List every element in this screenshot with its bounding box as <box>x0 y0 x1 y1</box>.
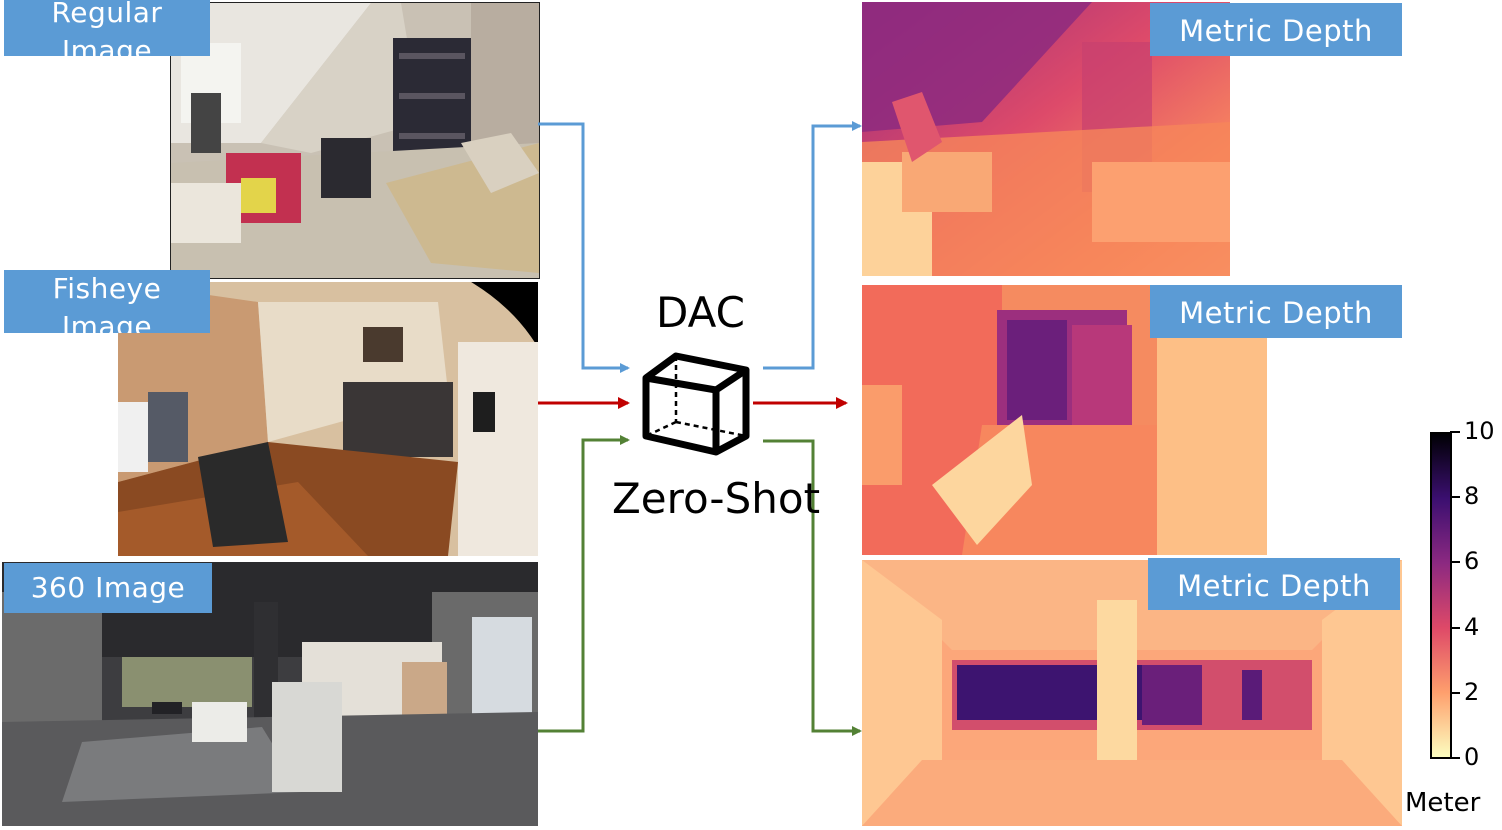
colorbar-tick-4: 4 <box>1464 613 1480 641</box>
arrow-regular-to-dac <box>538 122 630 373</box>
colorbar-gradient <box>1432 434 1450 757</box>
360-image <box>2 562 538 826</box>
colorbar <box>1430 432 1452 759</box>
arrow-dac-to-top-depth <box>763 121 862 370</box>
metric-depth-label-bottom: Metric Depth <box>1148 558 1400 610</box>
colorbar-ticks <box>1450 431 1460 759</box>
colorbar-tick-10: 10 <box>1464 417 1495 445</box>
fisheye-image-label: Fisheye Image <box>4 270 210 333</box>
colorbar-tick-0: 0 <box>1464 743 1480 771</box>
360-image-label: 360 Image <box>4 563 212 613</box>
model-name: DAC <box>656 288 745 337</box>
cube-icon <box>642 352 750 456</box>
colorbar-unit: Meter <box>1405 788 1481 818</box>
regular-image-label: Regular Image <box>4 0 210 56</box>
metric-depth-map-top <box>862 2 1230 276</box>
colorbar-tick-2: 2 <box>1464 678 1480 706</box>
metric-depth-map-middle <box>862 285 1267 555</box>
metric-depth-label-top: Metric Depth <box>1150 3 1402 56</box>
metric-depth-label-middle: Metric Depth <box>1150 285 1402 338</box>
regular-image <box>170 2 540 279</box>
colorbar-tick-6: 6 <box>1464 547 1480 575</box>
metric-depth-map-bottom <box>862 560 1402 826</box>
zero-shot-label: Zero-Shot <box>612 474 821 523</box>
colorbar-tick-8: 8 <box>1464 482 1480 510</box>
